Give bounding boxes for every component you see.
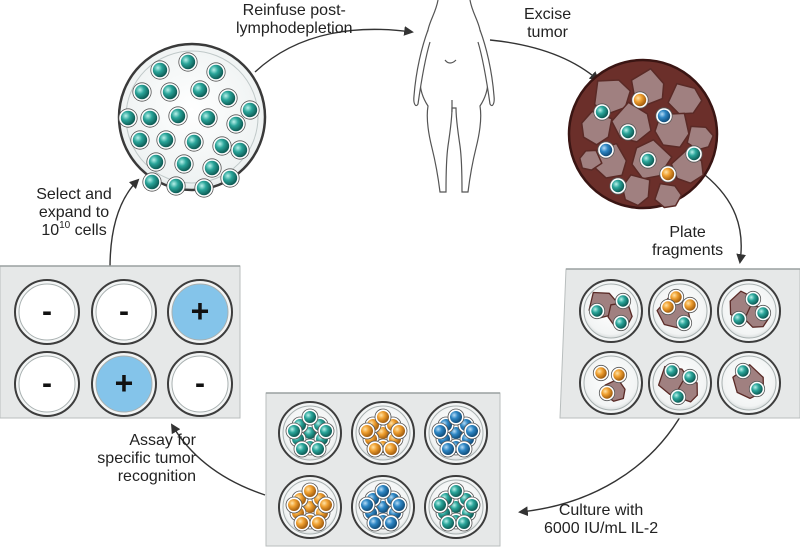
- label-reinfuse-line1: Reinfuse post-: [242, 2, 346, 19]
- label-select-line1: Select and: [36, 186, 112, 203]
- arrow-reinfuse: [254, 26, 414, 73]
- label-select-line3: 1010 cells: [20, 219, 128, 240]
- assay-well-positive: +: [167, 279, 233, 345]
- culture-well: [424, 401, 488, 465]
- label-reinfuse-line2: lymphodepletion: [236, 20, 353, 37]
- tumor-sample: [567, 58, 719, 210]
- label-assay-line1: Assay for: [129, 432, 196, 449]
- assay-result-sign: -: [195, 367, 205, 400]
- assay-well-negative: -: [91, 279, 157, 345]
- fragment-well: [717, 351, 781, 415]
- label-plate-line2: fragments: [652, 242, 724, 259]
- assay-result-sign: +: [115, 365, 134, 401]
- culture-well: [424, 475, 488, 539]
- arrow-select: [109, 178, 140, 269]
- assay-result-sign: +: [191, 293, 210, 329]
- arrow-assay: [170, 423, 266, 496]
- assay-well-negative: -: [14, 279, 80, 345]
- fragment-well: [717, 279, 781, 343]
- tumor-fragment: [667, 82, 703, 115]
- assay-result-sign: -: [42, 367, 52, 400]
- label-excise-line2: tumor: [527, 24, 569, 41]
- culture-well: [351, 401, 415, 465]
- label-excise: Excise tumor: [524, 6, 571, 42]
- label-select-base: 10: [41, 222, 60, 239]
- label-excise-line1: Excise: [524, 6, 572, 23]
- assay-result-sign: -: [42, 295, 52, 328]
- fragment-well: [579, 351, 643, 415]
- culture-well: [278, 475, 342, 539]
- fragment-plate: [559, 268, 800, 419]
- person-silhouette-icon: [413, 0, 495, 193]
- label-select-rest: cells: [70, 222, 107, 239]
- label-assay-line3: recognition: [117, 468, 196, 485]
- expanded-cells-dish: [117, 42, 267, 198]
- assay-plate: - - + - + -: [0, 265, 241, 419]
- label-select: Select and expand to 1010 cells: [20, 186, 128, 240]
- culture-well: [351, 475, 415, 539]
- arrow-plate: [704, 174, 746, 264]
- label-select-exponent: 10: [59, 219, 71, 231]
- assay-well-negative: -: [167, 351, 233, 417]
- assay-result-sign: -: [119, 295, 129, 328]
- assay-well-positive: +: [91, 351, 157, 417]
- tumor-fragment: [654, 182, 683, 209]
- label-assay: Assay for specific tumor recognition: [60, 432, 196, 486]
- label-culture-line1: Culture with: [558, 502, 644, 519]
- tumor-fragment: [621, 174, 651, 207]
- cycle-arrows: [109, 26, 746, 517]
- label-culture-line2: 6000 IU/mL IL-2: [544, 520, 659, 537]
- arrow-excise: [489, 39, 600, 82]
- arrow-culture: [518, 411, 684, 517]
- culture-well: [278, 401, 342, 465]
- tumor-fragment: [579, 149, 603, 171]
- label-reinfuse: Reinfuse post- lymphodepletion: [236, 2, 353, 38]
- fragment-well: [648, 279, 712, 343]
- fragment-well: [648, 351, 712, 415]
- assay-well-negative: -: [14, 351, 80, 417]
- tumor-fragment: [686, 125, 714, 151]
- label-select-line2: expand to: [38, 204, 110, 221]
- label-plate: Plate fragments: [652, 224, 723, 260]
- label-culture: Culture with 6000 IU/mL IL-2: [544, 502, 658, 538]
- fragment-well: [579, 279, 643, 343]
- label-assay-line2: specific tumor: [97, 450, 196, 467]
- label-plate-line1: Plate: [669, 224, 706, 241]
- culture-plate: [265, 392, 501, 547]
